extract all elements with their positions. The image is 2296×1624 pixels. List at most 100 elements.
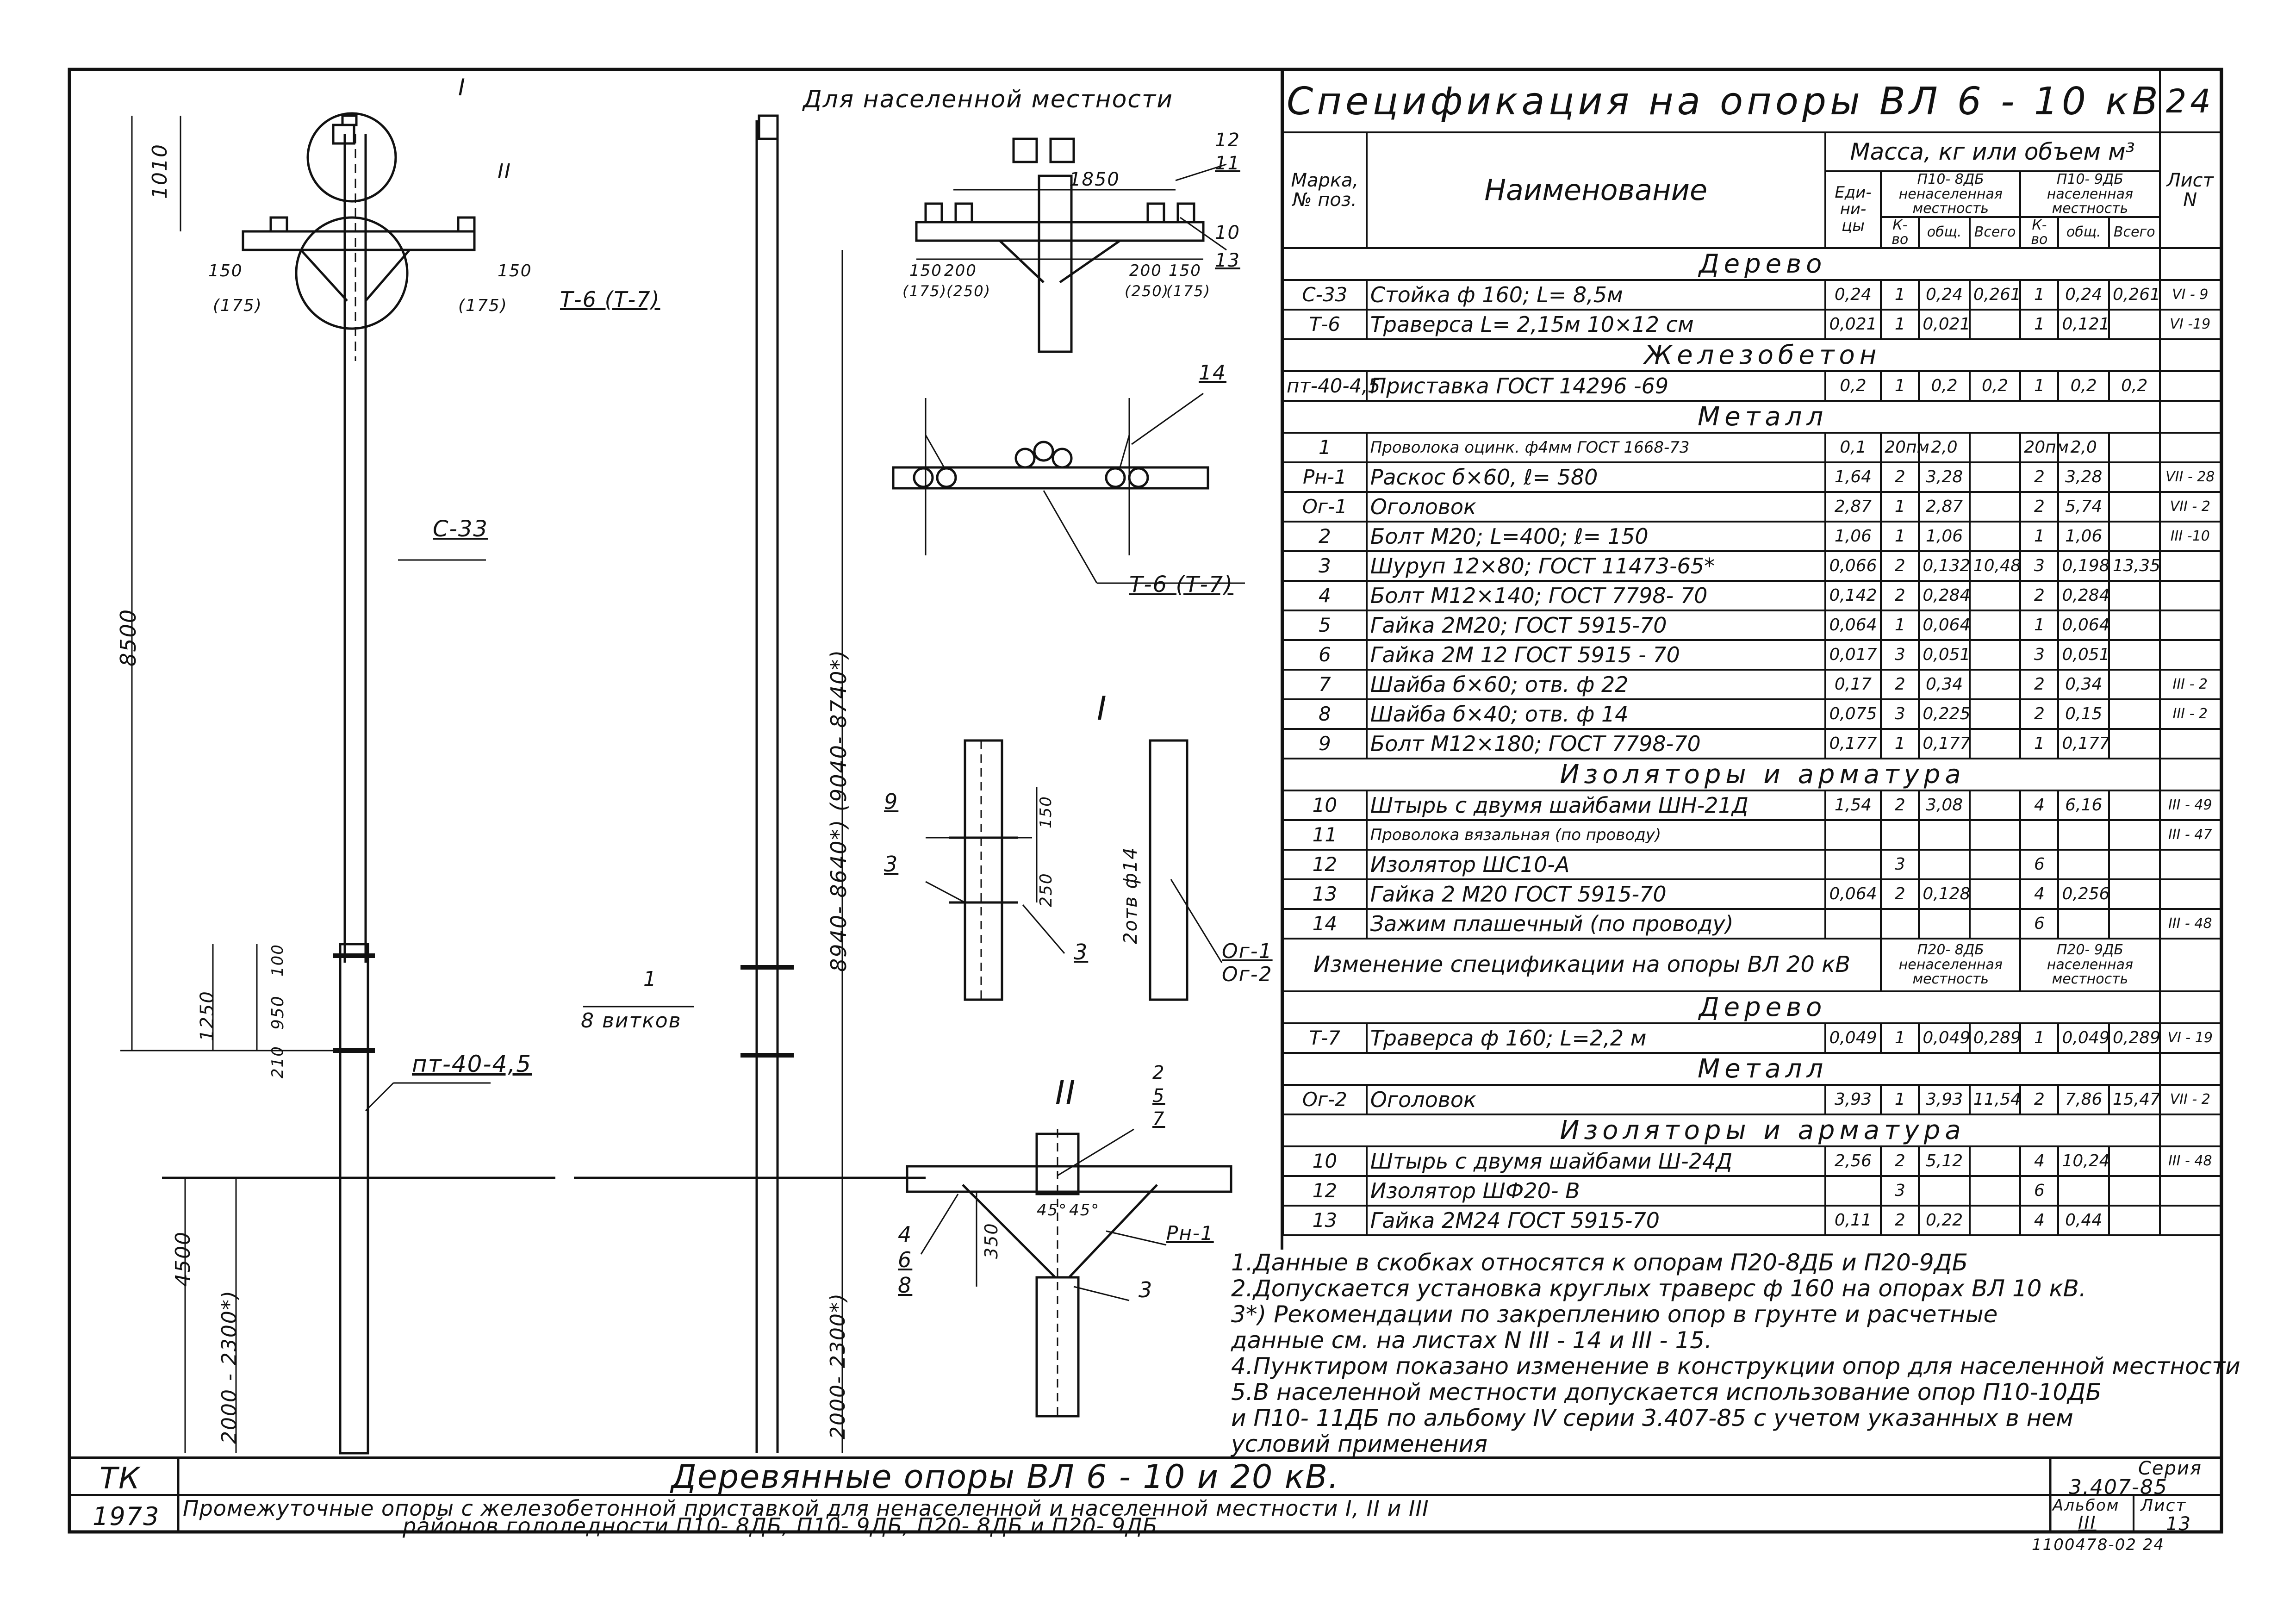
- cell-o2: 0,051: [2057, 639, 2110, 671]
- cell-sheet: [2159, 550, 2221, 582]
- mark-10: 10: [1215, 222, 1240, 243]
- cell-q2: 3: [2019, 639, 2060, 671]
- detail-I-title: I: [1097, 690, 1108, 728]
- cell-q1: 3: [1880, 639, 1920, 671]
- cell-sheet: [2159, 370, 2221, 402]
- detail-I-m9: 9: [884, 789, 899, 814]
- cell-v1: [1968, 639, 2022, 671]
- cell-o1: 0,2: [1918, 370, 1971, 402]
- cell-sheet: VI - 9: [2159, 279, 2221, 311]
- cell-sheet: III - 2: [2159, 698, 2221, 730]
- dim-100: 100: [268, 944, 287, 977]
- cell-unit: 0,142: [1824, 579, 1882, 611]
- cell-mark: 4: [1282, 579, 1368, 611]
- dim-150b: 150: [1169, 261, 1201, 280]
- cell-o1: [1918, 848, 1971, 880]
- cell-name: Оголовок: [1365, 1083, 1826, 1115]
- cell-name: Стойка ф 160; L= 8,5м: [1365, 279, 1826, 311]
- cell-mark: Т-7: [1282, 1022, 1368, 1054]
- cell-v2: 15,47: [2108, 1083, 2161, 1115]
- detail-I-m3b: 3: [1074, 940, 1089, 964]
- dim-250b: (250): [1125, 282, 1170, 300]
- cell-q2: 2: [2019, 461, 2060, 493]
- mark-11: 11: [1215, 153, 1240, 174]
- cell-v2: [2108, 639, 2161, 671]
- spec-section-row: Изоляторы и арматура: [1282, 757, 2221, 791]
- section-sheet-cell: [2159, 399, 2221, 434]
- dim-150-right: 150: [498, 261, 532, 280]
- cell-o1: 0,128: [1918, 878, 1971, 910]
- cell-o1: [1918, 1175, 1971, 1207]
- dim-210: 210: [268, 1045, 287, 1078]
- change-group-g1: П20- 8ДБ ненаселенная местность: [1880, 937, 2022, 992]
- note-line: 2.Допускается установка круглых траверс …: [1231, 1275, 2086, 1302]
- label-pt: пт-40-4,5: [412, 1051, 532, 1077]
- dim-vertical-middle: 8940- 8640*) (9040- 8740*): [826, 649, 851, 972]
- detail-II-a45a: 45°: [1037, 1201, 1068, 1220]
- cell-o1: 0,284: [1918, 579, 1971, 611]
- dim-150a: 150: [909, 261, 942, 280]
- cell-q2: 1: [2019, 370, 2060, 402]
- dim-200b: 200: [1129, 261, 1162, 280]
- section-sheet-cell: [2159, 757, 2221, 791]
- cell-v1: [1968, 461, 2022, 493]
- cell-mark: 8: [1282, 698, 1368, 730]
- cell-mark: Ог-2: [1282, 1083, 1368, 1115]
- section-sheet-cell: [2159, 338, 2221, 372]
- cell-mark: 13: [1282, 878, 1368, 910]
- cell-q1: 2: [1880, 668, 1920, 700]
- cell-o1: 2,87: [1918, 491, 1971, 523]
- dim-150-left: 150: [208, 261, 243, 280]
- cell-o2: 0,256: [2057, 878, 2110, 910]
- cell-name: Раскос б×60, ℓ= 580: [1365, 461, 1826, 493]
- cell-v2: [2108, 908, 2161, 940]
- cell-q1: 1: [1880, 1083, 1920, 1115]
- cell-q1: 1: [1880, 491, 1920, 523]
- cell-o2: [2057, 848, 2110, 880]
- drawing-subtitle-1: Промежуточные опоры с железобетонной при…: [183, 1496, 1429, 1521]
- cell-v1: [1968, 1204, 2022, 1236]
- sheet-label: Лист: [2140, 1496, 2187, 1515]
- cell-v1: [1968, 908, 2022, 940]
- cell-q1: [1880, 819, 1920, 851]
- cell-o1: 0,24: [1918, 279, 1971, 311]
- cell-o2: 5,74: [2057, 491, 2110, 523]
- cell-sheet: [2159, 609, 2221, 641]
- cell-o1: 5,12: [1918, 1145, 1971, 1177]
- change-sheet-cell: [2159, 937, 2221, 992]
- cell-sheet: [2159, 1204, 2221, 1236]
- cell-name: Приставка ГОСТ 14296 -69: [1365, 370, 1826, 402]
- section-mark-cell: [1282, 990, 1367, 1024]
- cell-q1: 2: [1880, 550, 1920, 582]
- cell-v1: 0,289: [1968, 1022, 2022, 1054]
- cell-sheet: III - 49: [2159, 789, 2221, 821]
- cell-name: Траверса L= 2,15м 10×12 см: [1365, 308, 1826, 340]
- cell-o2: 0,121: [2057, 308, 2110, 340]
- dim-175-left: (175): [213, 296, 262, 315]
- cell-o2: 0,284: [2057, 579, 2110, 611]
- label-t6: Т-6 (Т-7): [560, 287, 660, 312]
- cell-v1: [1968, 1145, 2022, 1177]
- section-sheet-cell: [2159, 990, 2221, 1024]
- cell-unit: 0,11: [1824, 1204, 1882, 1236]
- cell-name: Штырь с двумя шайбами ШН-21Д: [1365, 789, 1826, 821]
- section-title: Дерево: [1366, 247, 2161, 281]
- cell-o2: 6,16: [2057, 789, 2110, 821]
- section-mark-cell: [1282, 1052, 1367, 1086]
- head-one1: общ.: [1918, 216, 1971, 249]
- cell-v1: 0,2: [1968, 370, 2022, 402]
- cell-o1: [1918, 819, 1971, 851]
- section-title: Металл: [1366, 399, 2161, 434]
- cell-o2: 0,177: [2057, 728, 2110, 759]
- cell-q2: 6: [2019, 1175, 2060, 1207]
- cell-q2: 2: [2019, 1083, 2060, 1115]
- cell-mark: 7: [1282, 668, 1368, 700]
